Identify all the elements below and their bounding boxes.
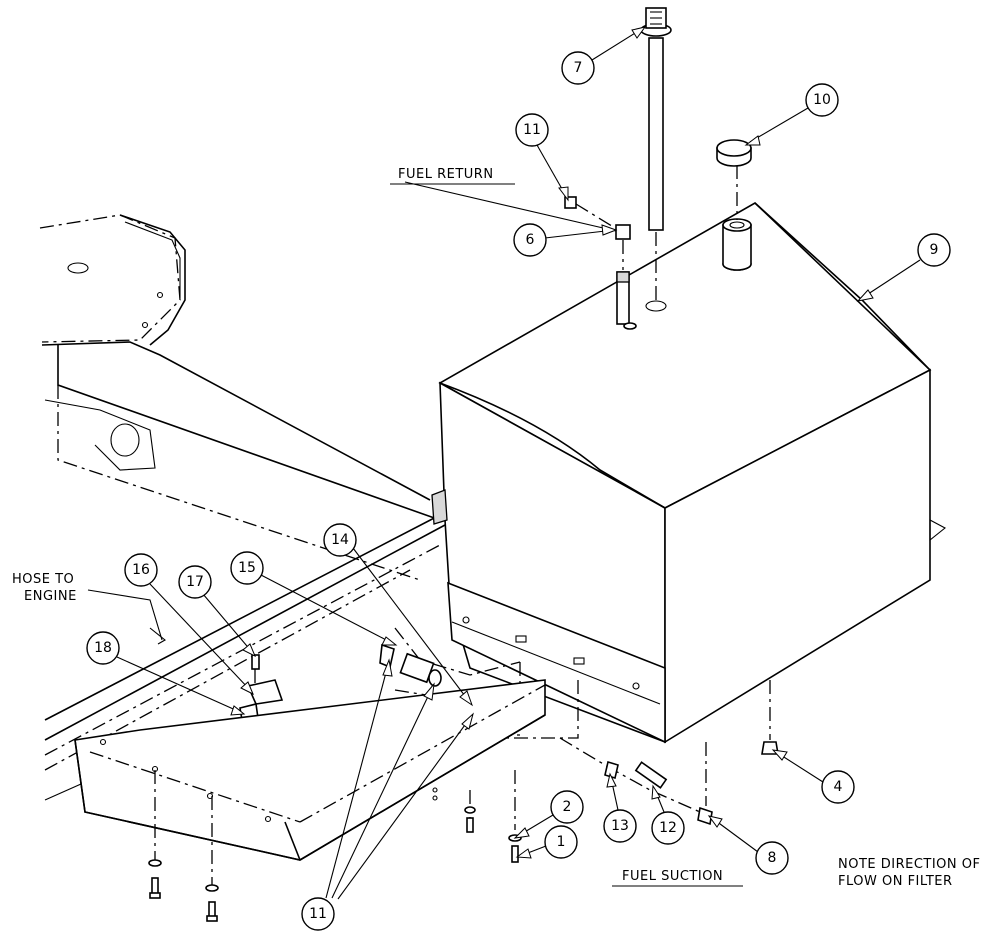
svg-text:1: 1 — [557, 834, 566, 850]
callout-2: 2 — [513, 790, 584, 839]
svg-text:8: 8 — [768, 850, 777, 866]
callout-4: 4 — [771, 749, 855, 804]
filler-neck — [722, 165, 752, 271]
svg-text:12: 12 — [659, 820, 677, 836]
fuel-cap — [716, 139, 752, 167]
frame-rail — [39, 214, 446, 801]
fuel-tank — [431, 202, 946, 744]
svg-text:4: 4 — [834, 779, 843, 795]
svg-text:9: 9 — [930, 242, 939, 258]
callout-14: 14 — [323, 523, 473, 707]
callout-13: 13 — [603, 772, 637, 843]
return-fitting — [404, 181, 637, 330]
callout-6: 6 — [513, 223, 618, 257]
suction-fittings — [559, 680, 779, 826]
hose-to-engine-line1: HOSE TO — [12, 572, 74, 587]
svg-text:6: 6 — [526, 232, 535, 248]
callout-18: 18 — [86, 631, 246, 716]
svg-text:15: 15 — [238, 560, 256, 576]
svg-text:14: 14 — [331, 532, 349, 548]
callout-1: 1 — [515, 825, 578, 859]
note-line2: FLOW ON FILTER — [838, 874, 953, 889]
fuel-suction-label: FUEL SUCTION — [612, 869, 743, 887]
svg-text:17: 17 — [186, 574, 204, 590]
mounting-bolts — [148, 806, 522, 922]
callout-16: 16 — [124, 553, 254, 696]
callout-11-top: 11 — [515, 113, 569, 202]
callout-8: 8 — [707, 815, 789, 875]
svg-text:18: 18 — [94, 640, 112, 656]
fuel-suction-text: FUEL SUCTION — [622, 869, 723, 884]
callout-15: 15 — [230, 551, 398, 646]
callout-12: 12 — [651, 784, 685, 845]
fuel-return-text: FUEL RETURN — [398, 167, 494, 182]
svg-text:13: 13 — [611, 818, 629, 834]
svg-text:11: 11 — [309, 906, 327, 922]
callout-9: 9 — [856, 233, 951, 302]
svg-text:11: 11 — [523, 122, 541, 138]
note-label: NOTE DIRECTION OF FLOW ON FILTER — [838, 857, 981, 889]
tank-bracket — [74, 679, 546, 885]
svg-text:10: 10 — [813, 92, 831, 108]
callout-17: 17 — [178, 565, 256, 658]
callout-11-bottom: 11 — [301, 658, 474, 931]
svg-text:2: 2 — [563, 799, 572, 815]
fuel-return-label: FUEL RETURN — [390, 167, 515, 185]
svg-text:7: 7 — [574, 60, 583, 76]
hose-to-engine-line2: ENGINE — [24, 589, 77, 604]
callout-10: 10 — [744, 83, 839, 146]
svg-text:16: 16 — [132, 562, 150, 578]
callout-7: 7 — [561, 26, 647, 85]
note-line1: NOTE DIRECTION OF — [838, 857, 981, 872]
hose-to-engine-label: HOSE TO ENGINE — [12, 572, 163, 641]
